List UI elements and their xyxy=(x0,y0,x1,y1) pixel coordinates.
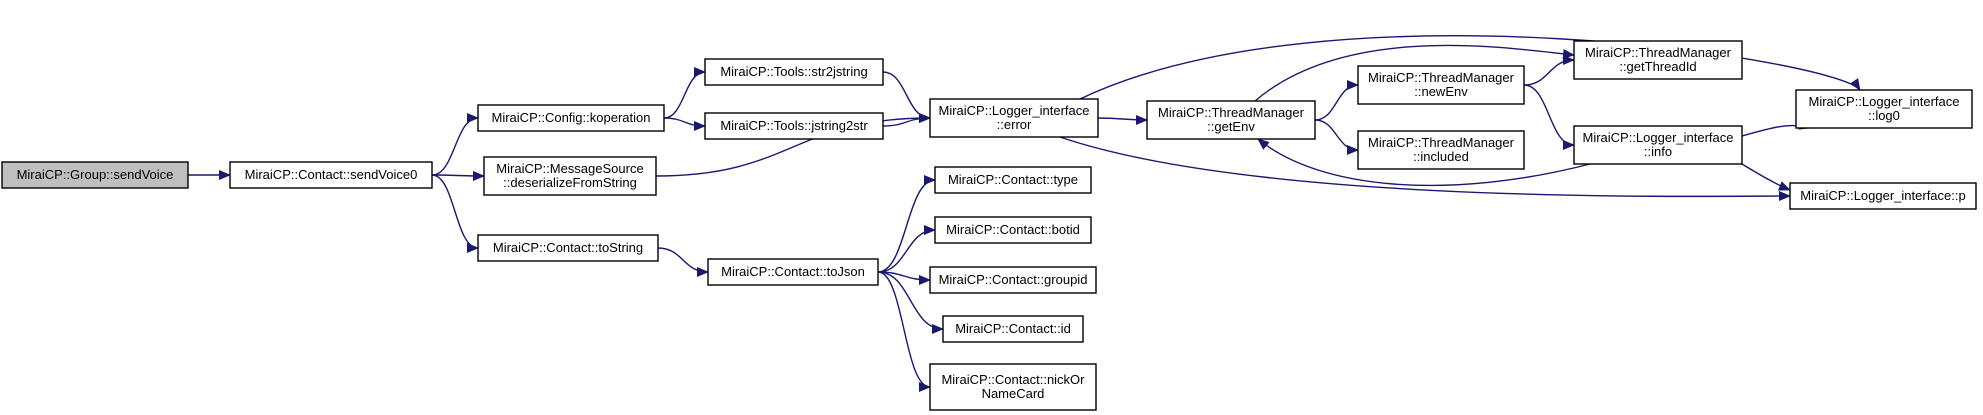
node-label: MiraiCP::MessageSource xyxy=(496,161,643,176)
edge-tm_getEnv-to-tm_included xyxy=(1314,119,1359,155)
edge-tm_getEnv-to-tm_newEnv xyxy=(1314,80,1359,121)
node-box xyxy=(477,234,659,262)
node-label: ::deserializeFromString xyxy=(503,175,637,190)
node-label: MiraiCP::Config::koperation xyxy=(492,110,651,125)
node-tm_included[interactable]: MiraiCP::ThreadManager::included xyxy=(1357,130,1525,170)
node-label: MiraiCP::Contact::id xyxy=(955,321,1071,336)
edge-contact_toJson-to-contact_id xyxy=(877,271,944,334)
node-label: MiraiCP::ThreadManager xyxy=(1158,105,1305,120)
edge-logger_info-to-tm_getEnv xyxy=(1257,138,1591,187)
edge-logger_error-to-logger_log0 xyxy=(1079,35,1861,100)
node-label: NameCard xyxy=(982,386,1045,401)
node-box xyxy=(704,58,884,86)
edge-tm_getEnv-to-tm_getThreadId xyxy=(1254,44,1575,102)
node-label: MiraiCP::Contact::toString xyxy=(493,240,643,255)
node-group_sendVoice[interactable]: MiraiCP::Group::sendVoice xyxy=(1,161,189,189)
node-tools_str2jstring[interactable]: MiraiCP::Tools::str2jstring xyxy=(704,58,884,86)
node-label: ::info xyxy=(1644,144,1672,159)
node-label: MiraiCP::Tools::str2jstring xyxy=(720,64,867,79)
edge-contact_sendVoice0-to-msgsrc_deserialize xyxy=(431,170,485,181)
node-label: MiraiCP::Contact::sendVoice0 xyxy=(245,167,418,182)
node-box xyxy=(1,161,189,189)
node-box xyxy=(1795,89,1973,129)
edge-contact_toJson-to-contact_type xyxy=(877,175,936,273)
edge-tm_newEnv-to-tm_getThreadId xyxy=(1523,55,1575,86)
node-box xyxy=(1357,130,1525,170)
node-contact_toJson[interactable]: MiraiCP::Contact::toJson xyxy=(707,258,879,286)
node-box xyxy=(929,266,1097,294)
node-box xyxy=(942,315,1084,343)
node-box xyxy=(934,166,1092,194)
edge-config_koperation-to-tools_jstring2str xyxy=(663,117,706,131)
node-label: MiraiCP::Logger_interface xyxy=(938,103,1089,118)
edge-tm_newEnv-to-logger_info xyxy=(1523,84,1575,150)
node-box xyxy=(1146,100,1316,140)
node-box xyxy=(934,216,1092,244)
node-label: ::log0 xyxy=(1868,108,1900,123)
node-label: MiraiCP::ThreadManager xyxy=(1368,135,1515,150)
node-box xyxy=(929,363,1097,411)
edge-logger_info-to-logger_p xyxy=(1741,163,1791,191)
node-label: MiraiCP::Contact::type xyxy=(948,172,1078,187)
node-box xyxy=(1573,40,1743,80)
node-label: MiraiCP::Tools::jstring2str xyxy=(720,118,868,133)
node-contact_sendVoice0[interactable]: MiraiCP::Contact::sendVoice0 xyxy=(229,161,433,189)
node-box xyxy=(483,156,657,196)
node-box xyxy=(707,258,879,286)
node-logger_info[interactable]: MiraiCP::Logger_interface::info xyxy=(1573,125,1743,165)
edge-tools_str2jstring-to-logger_error xyxy=(882,71,931,123)
node-contact_type[interactable]: MiraiCP::Contact::type xyxy=(934,166,1092,194)
node-box xyxy=(477,104,665,132)
node-contact_groupid[interactable]: MiraiCP::Contact::groupid xyxy=(929,266,1097,294)
node-label: ::getThreadId xyxy=(1619,59,1696,74)
node-config_koperation[interactable]: MiraiCP::Config::koperation xyxy=(477,104,665,132)
node-label: ::newEnv xyxy=(1414,84,1468,99)
edge-contact_toJson-to-contact_nickOrNameCard xyxy=(877,271,931,392)
edge-contact_sendVoice0-to-config_koperation xyxy=(431,113,479,176)
node-label: MiraiCP::ThreadManager xyxy=(1368,70,1515,85)
edges-layer xyxy=(188,35,1861,392)
node-label: MiraiCP::Logger_interface xyxy=(1582,130,1733,145)
node-logger_error[interactable]: MiraiCP::Logger_interface::error xyxy=(929,98,1099,138)
edge-contact_toString-to-contact_toJson xyxy=(657,247,709,277)
node-label: MiraiCP::Logger_interface xyxy=(1808,94,1959,109)
node-msgsrc_deserialize[interactable]: MiraiCP::MessageSource::deserializeFromS… xyxy=(483,156,657,196)
node-box xyxy=(1789,182,1977,210)
node-box xyxy=(929,98,1099,138)
node-box xyxy=(1573,125,1743,165)
edge-logger_error-to-logger_p xyxy=(1059,136,1791,202)
node-contact_botid[interactable]: MiraiCP::Contact::botid xyxy=(934,216,1092,244)
node-label: ::included xyxy=(1413,149,1469,164)
edge-contact_toJson-to-contact_botid xyxy=(877,225,936,273)
node-box xyxy=(704,112,884,140)
node-tm_getEnv[interactable]: MiraiCP::ThreadManager::getEnv xyxy=(1146,100,1316,140)
node-label: MiraiCP::Contact::groupid xyxy=(939,272,1088,287)
node-logger_p[interactable]: MiraiCP::Logger_interface::p xyxy=(1789,182,1977,210)
edge-contact_sendVoice0-to-contact_toString xyxy=(431,174,479,253)
node-label: ::error xyxy=(997,117,1032,132)
node-contact_id[interactable]: MiraiCP::Contact::id xyxy=(942,315,1084,343)
edge-config_koperation-to-tools_str2jstring xyxy=(663,67,706,119)
node-tm_getThreadId[interactable]: MiraiCP::ThreadManager::getThreadId xyxy=(1573,40,1743,80)
node-box xyxy=(229,161,433,189)
node-label: MiraiCP::Group::sendVoice xyxy=(17,167,174,182)
node-label: ::getEnv xyxy=(1207,119,1255,134)
node-contact_toString[interactable]: MiraiCP::Contact::toString xyxy=(477,234,659,262)
node-label: MiraiCP::Contact::botid xyxy=(946,222,1080,237)
edge-logger_error-to-tm_getEnv xyxy=(1097,114,1148,125)
node-label: MiraiCP::Contact::nickOr xyxy=(941,372,1085,387)
node-label: MiraiCP::ThreadManager xyxy=(1585,45,1732,60)
node-label: MiraiCP::Contact::toJson xyxy=(721,264,865,279)
node-label: MiraiCP::Logger_interface::p xyxy=(1800,188,1965,203)
node-box xyxy=(1357,65,1525,105)
node-logger_log0[interactable]: MiraiCP::Logger_interface::log0 xyxy=(1795,89,1973,129)
node-tools_jstring2str[interactable]: MiraiCP::Tools::jstring2str xyxy=(704,112,884,140)
node-tm_newEnv[interactable]: MiraiCP::ThreadManager::newEnv xyxy=(1357,65,1525,105)
